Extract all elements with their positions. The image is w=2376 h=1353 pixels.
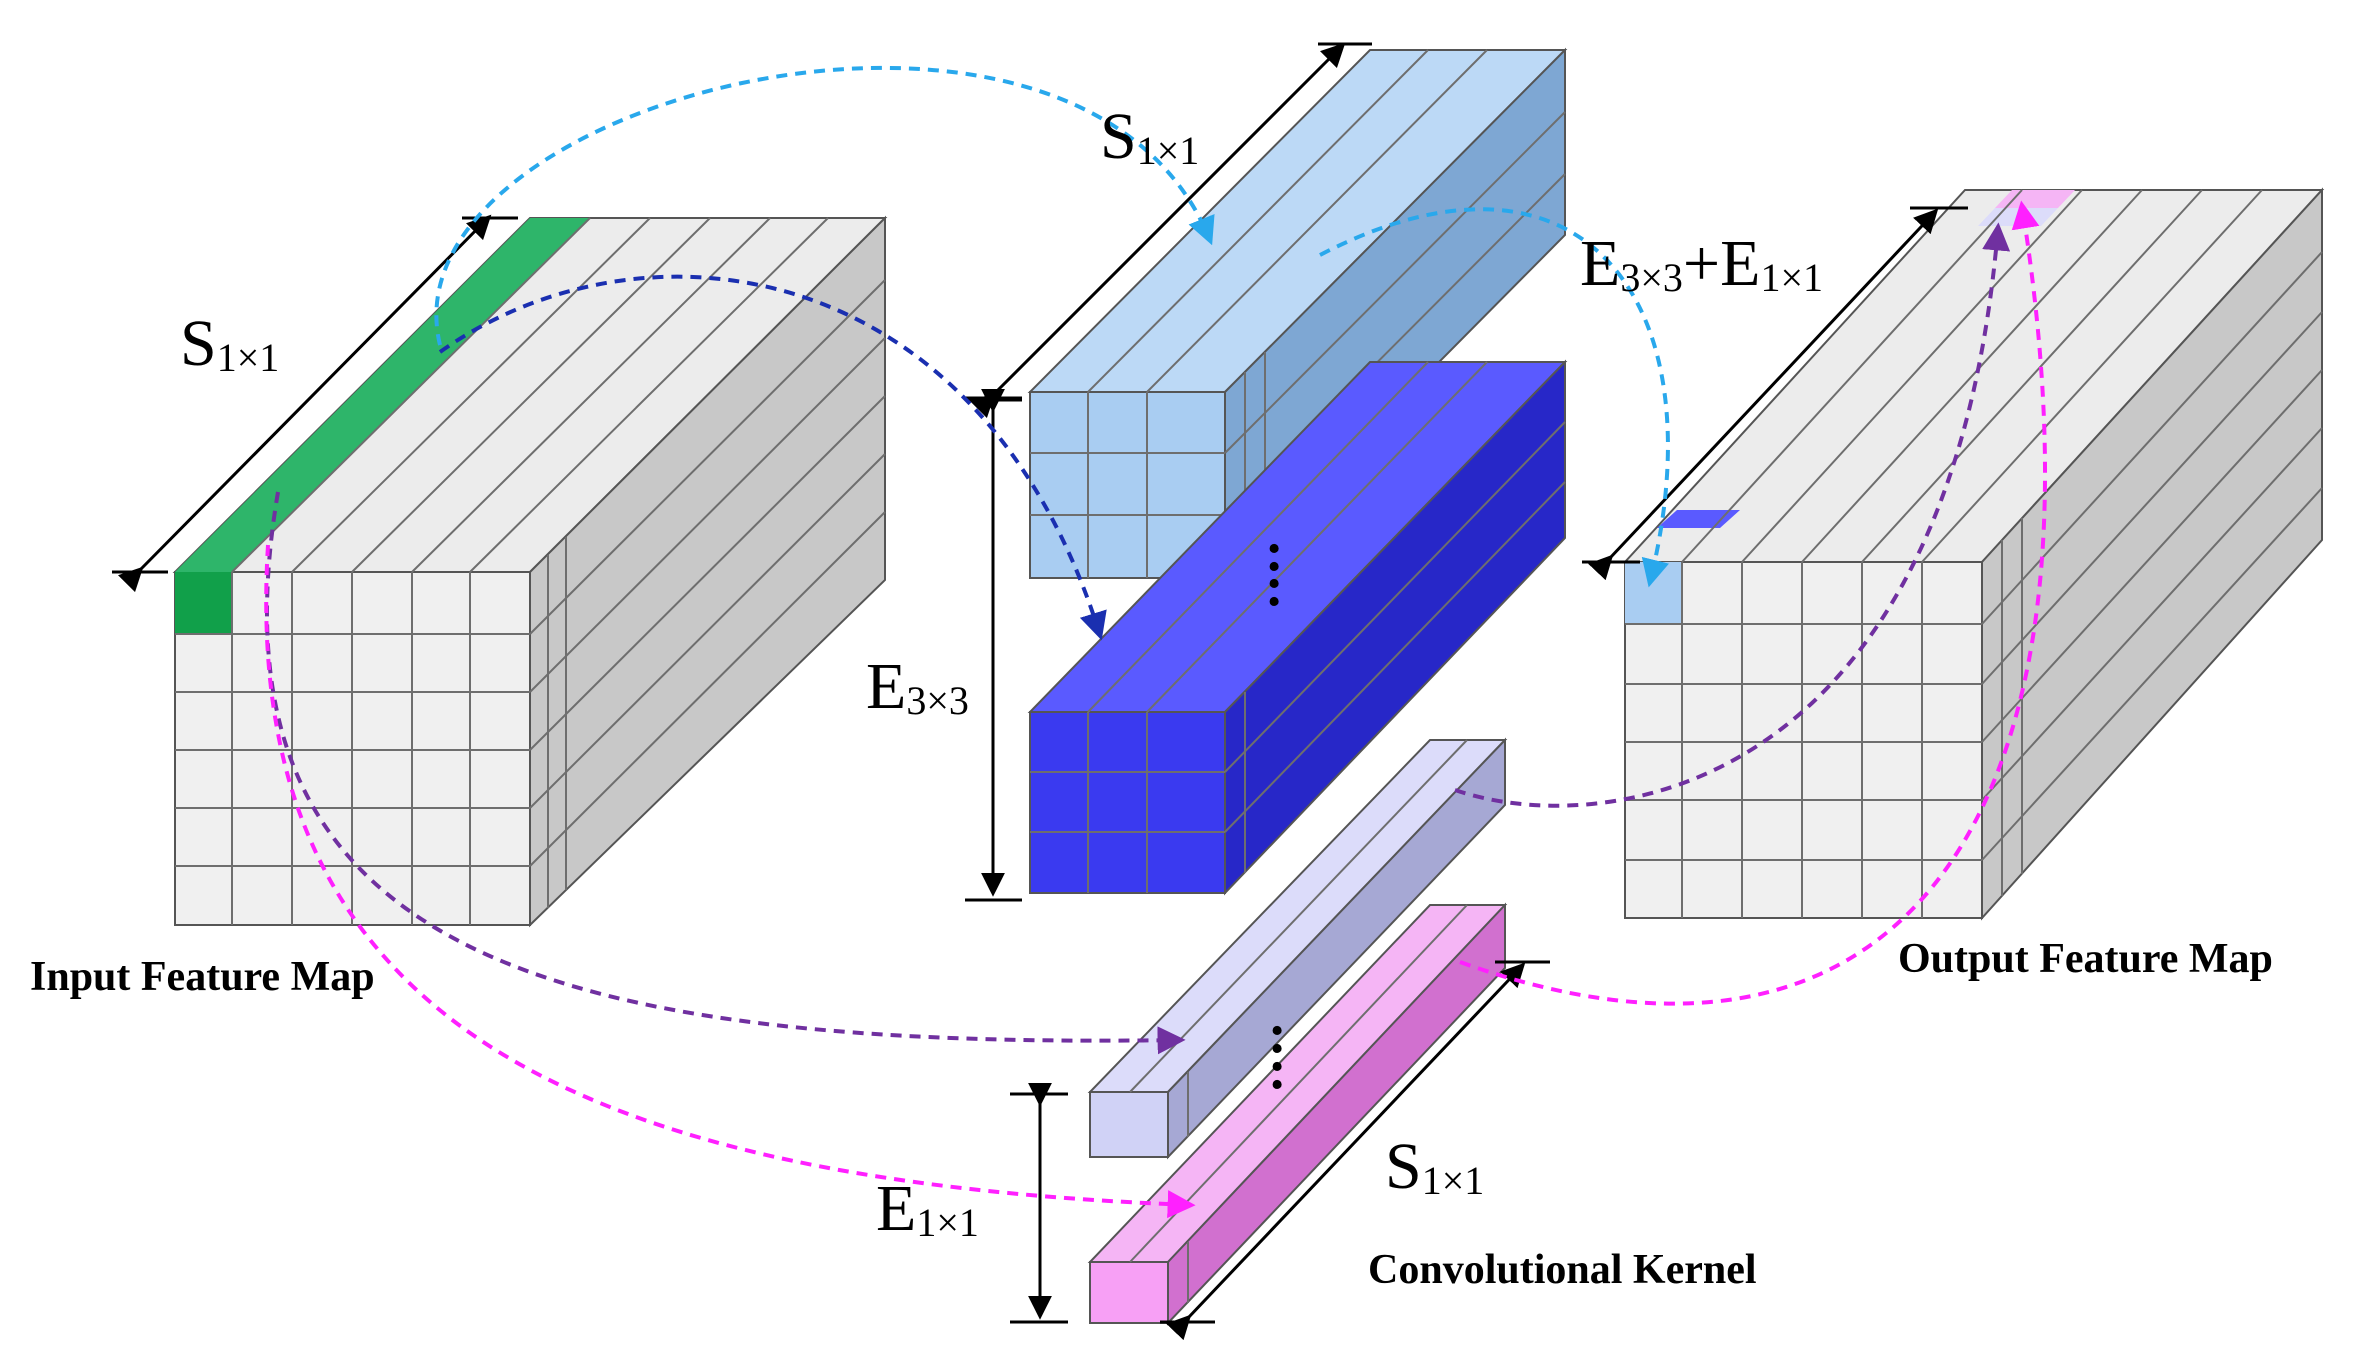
input-feature-map (172, 215, 888, 928)
input-s-dimension (117, 214, 492, 593)
arrow-purple-input-to-lavender (265, 491, 1186, 1055)
mid-s-dimension (969, 42, 1346, 419)
arrow-navy-input-to-blue (438, 274, 1107, 641)
input-s-label: S1×1 (180, 307, 279, 380)
output-caption: Output Feature Map (1898, 936, 2273, 982)
mid-e3-label: E3×3 (866, 650, 969, 723)
output-e-dimension (1588, 208, 1939, 581)
kernel-caption: Convolutional Kernel (1368, 1247, 1757, 1293)
arrow-magenta-input-to-pink (264, 544, 1196, 1219)
ellipsis-blue-blocks: : (1265, 521, 1284, 583)
input-grid (175, 217, 886, 925)
kernel-s-dimension (1166, 962, 1526, 1341)
pink-front-face (1089, 1261, 1169, 1324)
blue-kernel-block (1027, 359, 1568, 896)
blue-front-face (1029, 711, 1226, 894)
output-feature-map (1622, 187, 2325, 921)
dimension-lines (112, 42, 1968, 1341)
output-e-label: E3×3+E1×1 (1580, 227, 1823, 300)
lavender-front-face (1089, 1091, 1169, 1158)
kernel-s-label: S1×1 (1385, 1130, 1484, 1203)
arrow-sky-lightblue-to-output (1319, 207, 1670, 588)
mid-s-label: S1×1 (1100, 100, 1199, 173)
ellipsis-blue-blocks-2: : (1265, 556, 1284, 618)
kernel-e1-label: E1×1 (876, 1172, 979, 1245)
ellipsis-kernels: : (1268, 1003, 1287, 1065)
input-highlight-cell (175, 572, 232, 634)
ellipsis-kernels-2: : (1268, 1039, 1287, 1101)
flow-arrows (264, 65, 2048, 1219)
arrow-purple-lavender-to-output (1454, 222, 2011, 808)
input-caption: Input Feature Map (30, 954, 375, 1000)
